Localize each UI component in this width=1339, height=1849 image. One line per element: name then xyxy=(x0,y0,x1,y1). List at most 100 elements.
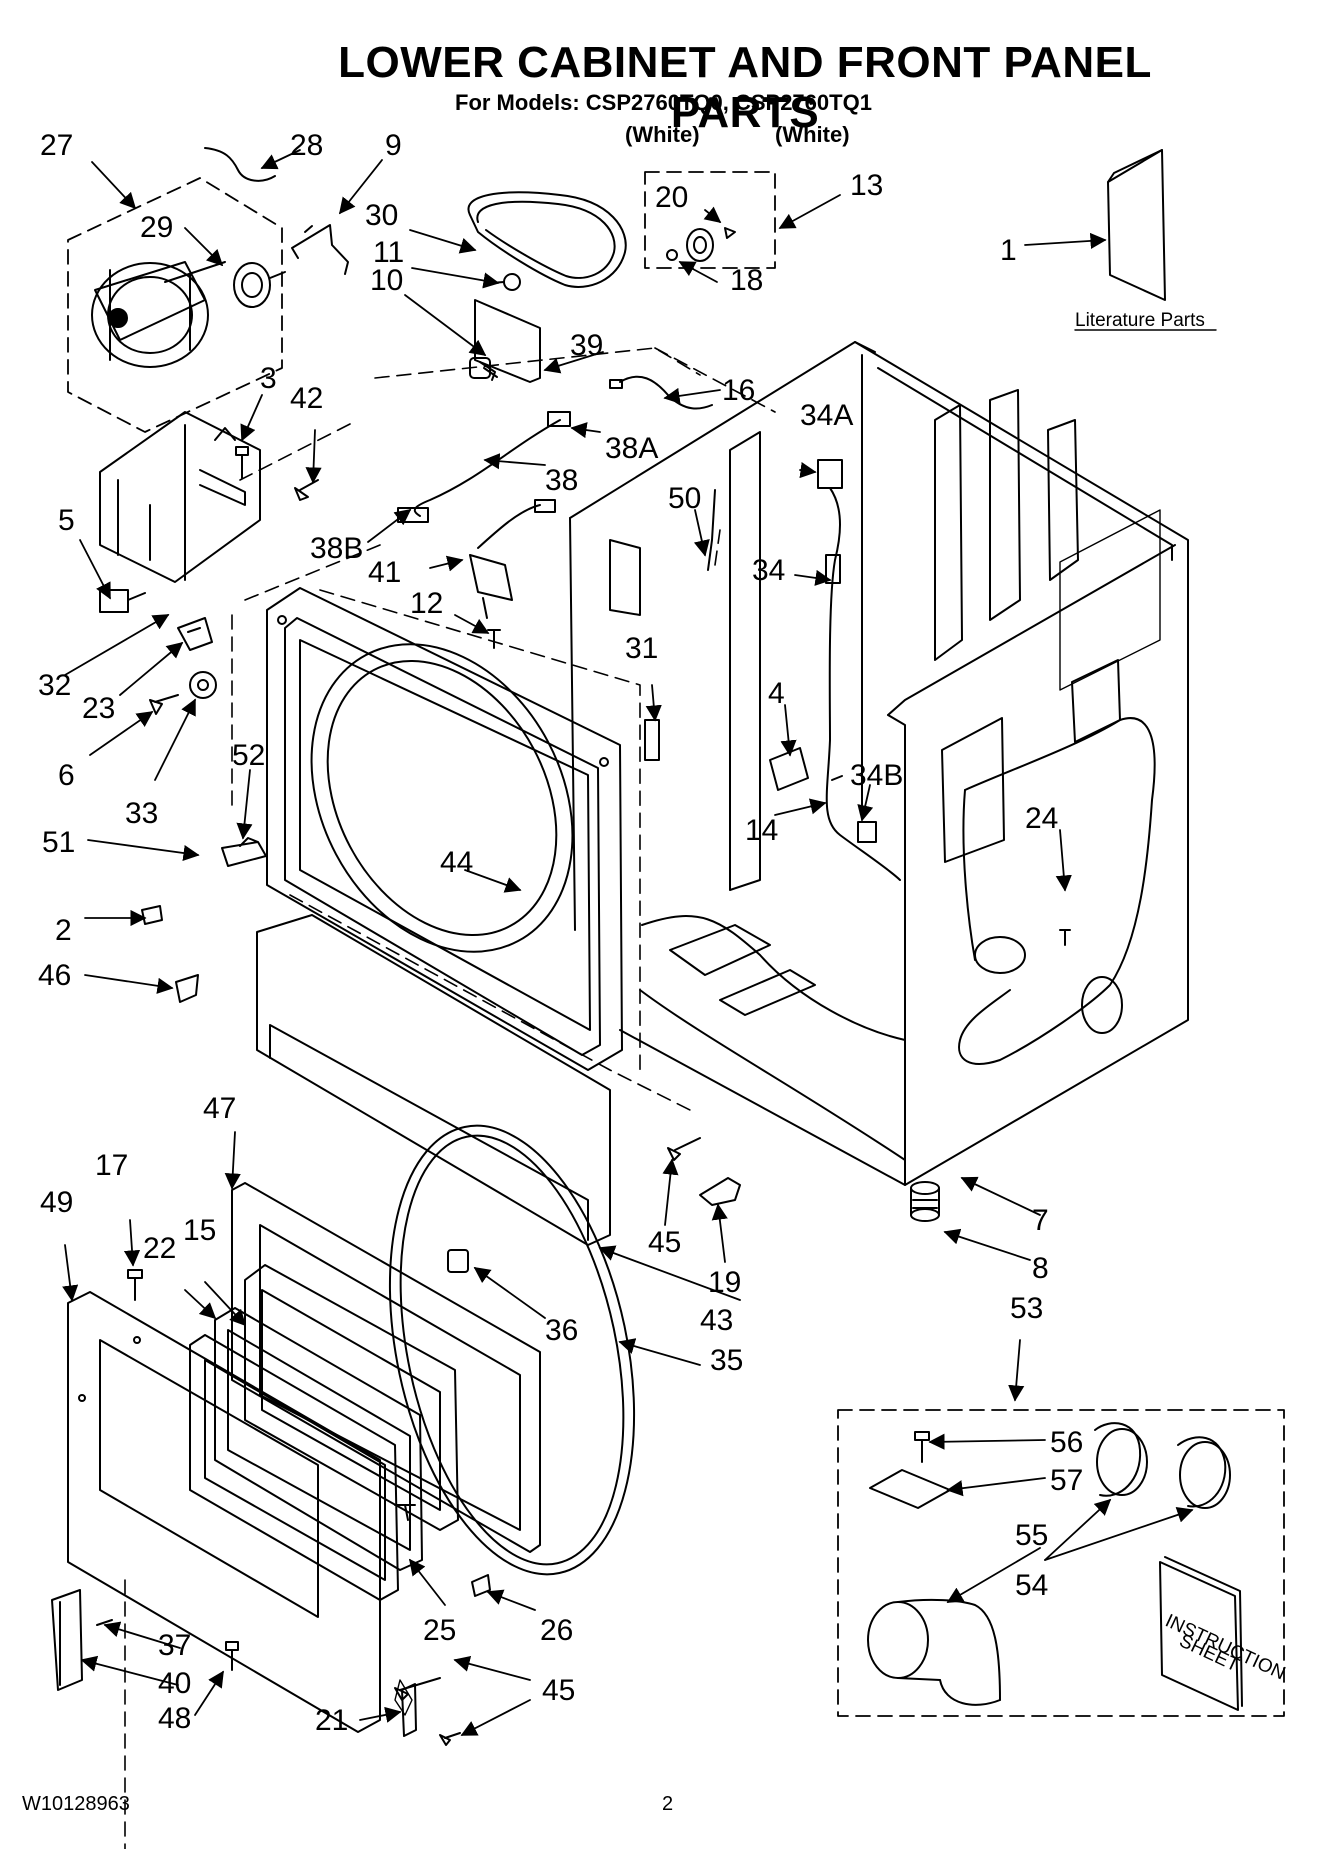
callout-7: 7 xyxy=(1032,1204,1049,1237)
callout-3: 3 xyxy=(260,362,277,395)
callout-35: 35 xyxy=(710,1344,743,1377)
callout-42: 42 xyxy=(290,382,323,415)
callout-41: 41 xyxy=(368,556,401,589)
clip-19 xyxy=(699,1177,741,1206)
callout-48: 48 xyxy=(158,1702,191,1735)
callout-57: 57 xyxy=(1050,1464,1083,1497)
idler-pulley xyxy=(666,227,736,262)
callout-36: 36 xyxy=(545,1314,578,1347)
plate-57 xyxy=(869,1469,951,1509)
callout-32: 32 xyxy=(38,669,71,702)
callout-5: 5 xyxy=(58,504,75,537)
clip-46 xyxy=(175,974,199,1003)
callout-17: 17 xyxy=(95,1149,128,1182)
models-line: For Models: CSP2760TQ0, CSP2760TQ1 xyxy=(455,90,872,115)
callout-44: 44 xyxy=(440,846,473,879)
callout-38: 38 xyxy=(545,464,578,497)
washer-33 xyxy=(189,671,217,699)
callout-30: 30 xyxy=(365,199,398,232)
door-switch-36 xyxy=(447,1249,469,1273)
callout-39: 39 xyxy=(570,329,603,362)
callout-47: 47 xyxy=(203,1092,236,1125)
callout-16: 16 xyxy=(722,374,755,407)
callout-54: 54 xyxy=(1015,1569,1048,1602)
drive-motor xyxy=(91,261,286,368)
callout-26: 26 xyxy=(540,1614,573,1647)
literature-label: Literature Parts xyxy=(1075,310,1205,331)
door-frame-25 xyxy=(189,1334,399,1601)
callout-33: 33 xyxy=(125,797,158,830)
screw-56 xyxy=(914,1431,930,1463)
callout-55: 55 xyxy=(1015,1519,1048,1552)
leveling-leg-8 xyxy=(910,1181,940,1222)
page-number: 2 xyxy=(662,1793,674,1815)
vent-caps-54 xyxy=(1094,1422,1231,1509)
door-inner-47 xyxy=(231,1182,541,1553)
instruction-sheet xyxy=(1159,1556,1243,1711)
accessory-kit-box xyxy=(837,1409,1285,1717)
exhaust-duct xyxy=(958,717,1156,1065)
motor-clip-9 xyxy=(291,224,349,275)
callout-46: 46 xyxy=(38,959,71,992)
front-bulkhead xyxy=(266,587,623,1071)
screw-3 xyxy=(235,446,249,479)
document-number: W10128963 xyxy=(22,1793,130,1815)
callout-45-upper: 45 xyxy=(648,1226,681,1259)
door-handle-40 xyxy=(51,1589,83,1691)
callout-19: 19 xyxy=(708,1266,741,1299)
callout-56: 56 xyxy=(1050,1426,1083,1459)
idler-assembly xyxy=(469,273,541,383)
callout-15: 15 xyxy=(183,1214,216,1247)
callout-23: 23 xyxy=(82,692,115,725)
clip-23 xyxy=(177,617,213,651)
dryer-cabinet xyxy=(569,341,1189,1186)
dashed-leaders xyxy=(124,347,776,1849)
elbow-duct-55 xyxy=(867,1598,1001,1706)
callout-20: 20 xyxy=(655,181,688,214)
screw-42 xyxy=(294,479,319,501)
callout-51: 51 xyxy=(42,826,75,859)
motor-mount xyxy=(99,411,261,613)
idler-group-box xyxy=(644,171,776,269)
door-seal-35 xyxy=(388,1124,636,1576)
callout-22: 22 xyxy=(143,1232,176,1265)
motor-wire-28 xyxy=(204,147,276,182)
callout-13: 13 xyxy=(850,169,883,202)
callout-37: 37 xyxy=(158,1629,191,1662)
wiring-harness xyxy=(397,375,713,649)
callout-34a: 34A xyxy=(800,399,853,432)
callout-50: 50 xyxy=(668,482,701,515)
callout-4: 4 xyxy=(768,677,785,710)
callout-6: 6 xyxy=(58,759,75,792)
callout-28: 28 xyxy=(290,129,323,162)
callout-38b: 38B xyxy=(310,532,363,565)
page-title: LOWER CABINET AND FRONT PANEL PARTS xyxy=(338,38,1152,137)
callout-25: 25 xyxy=(423,1614,456,1647)
toe-panel xyxy=(256,914,611,1246)
door-outer-panel xyxy=(67,1291,381,1733)
callout-40: 40 xyxy=(158,1667,191,1700)
callout-1: 1 xyxy=(1000,234,1017,267)
callout-29: 29 xyxy=(140,211,173,244)
callout-43: 43 xyxy=(700,1304,733,1337)
callout-45-lower: 45 xyxy=(542,1674,575,1707)
door-glass-15 xyxy=(244,1264,459,1531)
callout-31: 31 xyxy=(625,632,658,665)
callout-leaders xyxy=(62,149,1194,1736)
motor-group-box xyxy=(67,177,283,433)
callout-34: 34 xyxy=(752,554,785,587)
callout-27: 27 xyxy=(40,129,73,162)
callout-34b: 34B xyxy=(850,759,903,792)
drive-belt xyxy=(467,191,627,288)
callout-38a: 38A xyxy=(605,432,658,465)
callout-14: 14 xyxy=(745,814,778,847)
callout-24: 24 xyxy=(1025,802,1058,835)
callout-52: 52 xyxy=(232,739,265,772)
callout-2: 2 xyxy=(55,914,72,947)
hinge-21 xyxy=(401,1683,417,1737)
screw-6 xyxy=(149,694,179,715)
callout-8: 8 xyxy=(1032,1252,1049,1285)
plug-2 xyxy=(141,905,163,925)
callout-9: 9 xyxy=(385,129,402,162)
